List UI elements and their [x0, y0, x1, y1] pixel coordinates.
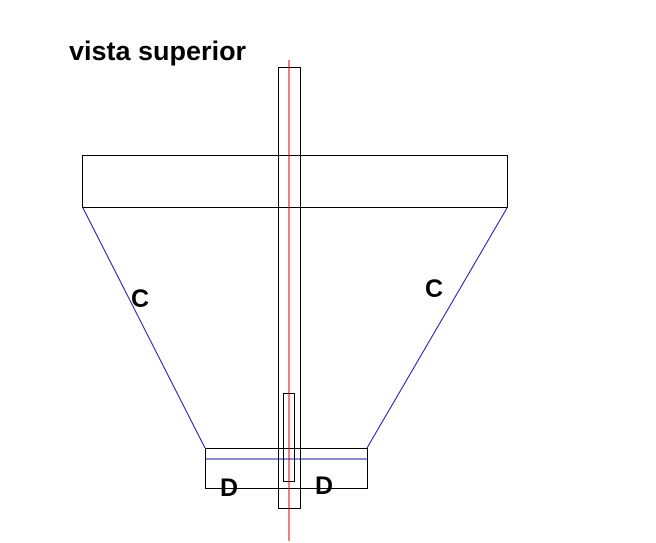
label-d-right: D: [315, 472, 333, 500]
bottom-block: [205, 448, 368, 489]
label-c-left: C: [131, 285, 149, 313]
label-c-right: C: [425, 275, 443, 303]
drawing-title: vista superior: [69, 36, 247, 66]
top-plank: [82, 155, 508, 208]
right-slanted-side: [366, 207, 508, 449]
label-d-left: D: [220, 474, 238, 502]
left-slanted-side: [82, 207, 206, 449]
